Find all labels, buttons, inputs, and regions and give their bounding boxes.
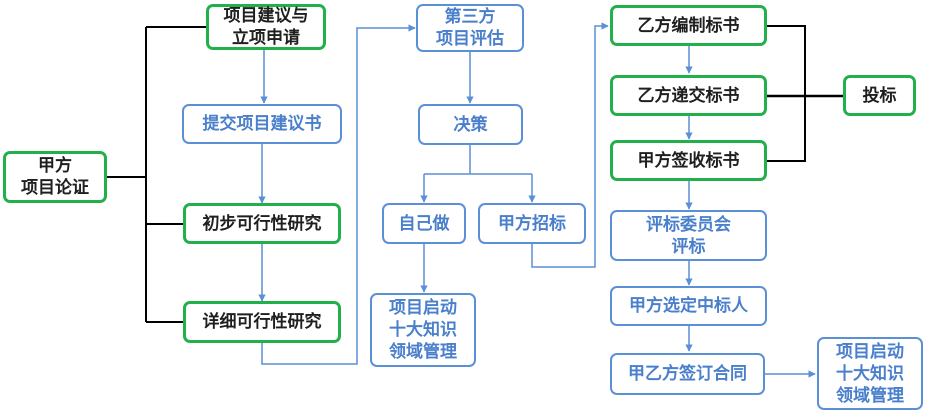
node-party-b-submit-bid: 乙方递交标书 [610,75,767,116]
node-submit-proposal: 提交项目建议书 [182,104,342,144]
node-party-b-prepare-bid: 乙方编制标书 [610,5,767,46]
node-party-a-select-winner: 甲方选定中标人 [610,286,767,326]
node-sign-contract: 甲乙方签订合同 [610,353,765,395]
node-detailed-feasibility: 详细可行性研究 [183,301,341,343]
node-kickoff-right: 项目启动 十大知识 领域管理 [817,337,923,410]
node-party-a-demonstration: 甲方 项目论证 [3,151,107,203]
edge-bid-bracket [767,25,806,162]
node-kickoff-left: 项目启动 十大知识 领域管理 [370,293,476,367]
node-evaluation-committee: 评标委员会 评标 [610,210,767,261]
node-party-a-receive-bid: 甲方签收标书 [610,140,767,181]
node-decision: 决策 [418,104,523,145]
node-bidding: 投标 [843,75,916,116]
node-proposal-and-approval: 项目建议与 立项申请 [206,4,326,50]
node-preliminary-feasibility: 初步可行性研究 [183,203,341,244]
node-party-a-tender: 甲方招标 [478,203,586,244]
edge-detailed-to-evaluation [261,24,416,365]
node-third-party-evaluation: 第三方 项目评估 [416,4,524,52]
edge-tender-to-prepare [531,22,609,268]
node-do-it-ourselves: 自己做 [382,203,466,244]
